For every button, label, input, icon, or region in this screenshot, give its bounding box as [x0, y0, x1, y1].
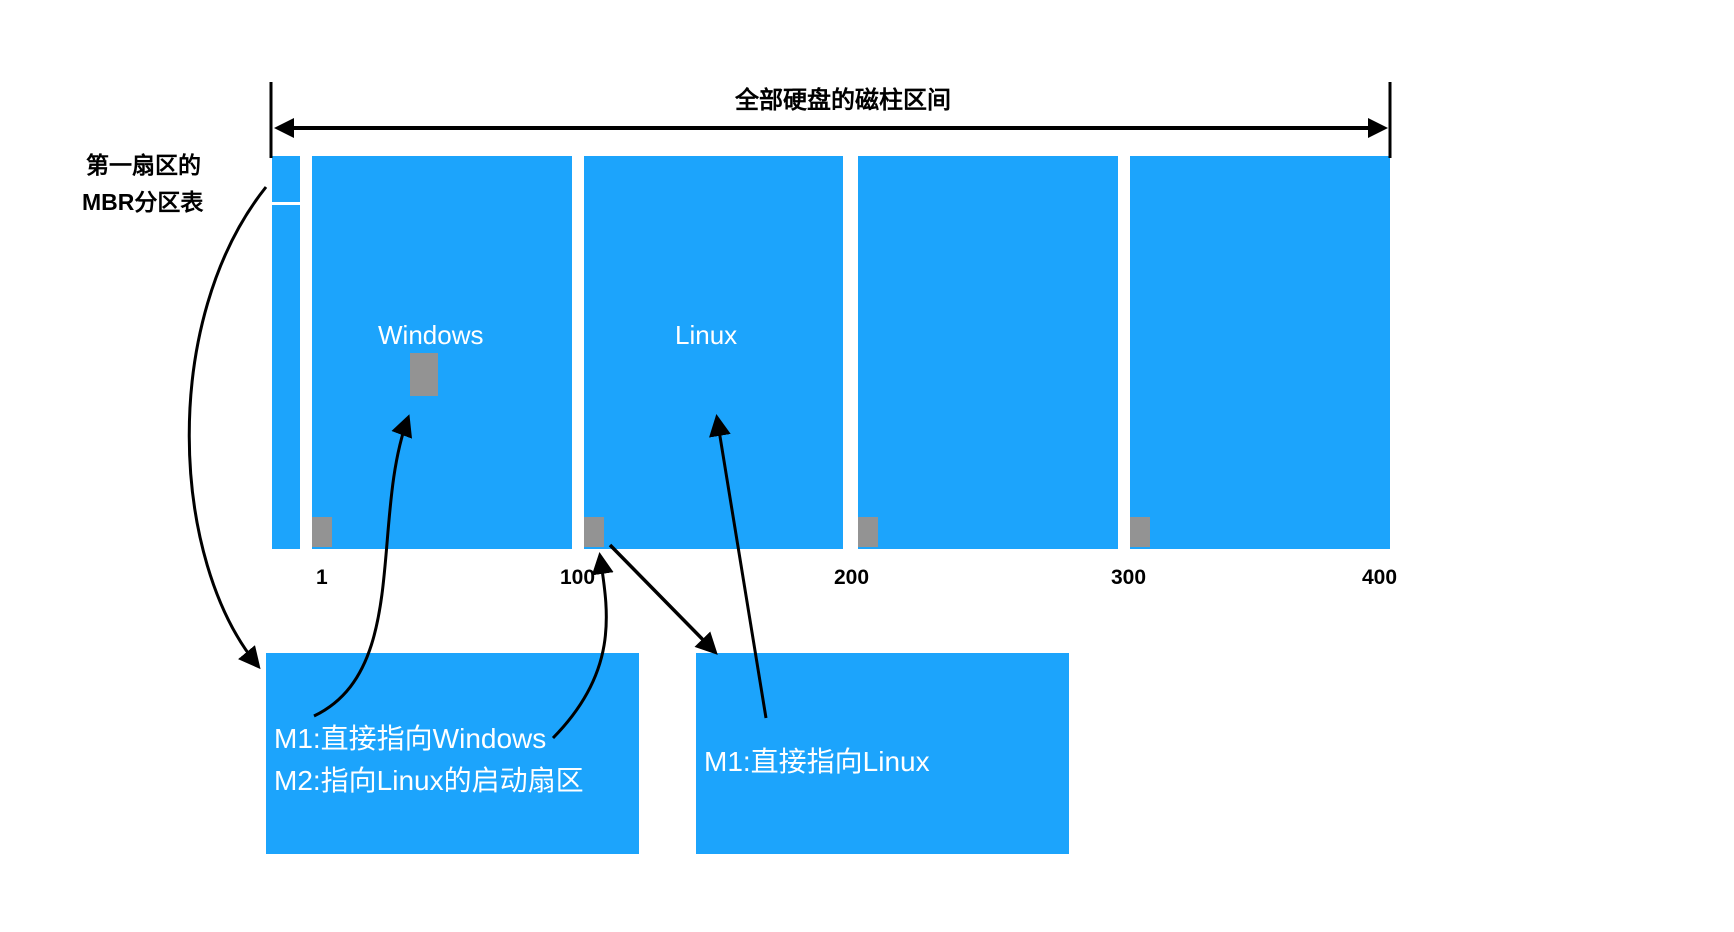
range-arrowhead-right: [1368, 118, 1388, 138]
boot-sector-linux: [584, 517, 604, 547]
partition-label-windows: Windows: [378, 320, 484, 350]
boot-menu-mbr-option-2: M2:指向Linux的启动扇区: [274, 765, 584, 796]
boot-menu-linux-option-1: M1:直接指向Linux: [704, 746, 930, 777]
tick-100: 100: [560, 566, 596, 589]
tick-300: 300: [1111, 566, 1147, 589]
boot-sector-partition-4: [1130, 517, 1150, 547]
boot-sector-partition-3: [858, 517, 878, 547]
mbr-label-line1: 第一扇区的: [86, 152, 201, 178]
tick-200: 200: [834, 566, 870, 589]
windows-loader-block: [410, 353, 438, 396]
disk-cylinder-range-title: 全部硬盘的磁柱区间: [735, 87, 951, 114]
boot-sector-windows: [312, 517, 332, 547]
partition-windows: [312, 156, 572, 549]
partition-4: [1130, 156, 1390, 549]
partition-3: [858, 156, 1118, 549]
arrow-mbr-to-menu: [187, 186, 268, 670]
partition-linux: [584, 156, 843, 549]
tick-400: 400: [1362, 566, 1398, 589]
arrow-linux-boot-to-menu: [608, 543, 718, 655]
boot-menu-mbr-option-1: M1:直接指向Windows: [274, 723, 547, 754]
mbr-sector-block: [272, 156, 300, 202]
tick-1: 1: [316, 566, 328, 589]
mbr-strip-block: [272, 205, 300, 549]
mbr-label-line2: MBR分区表: [82, 189, 204, 215]
partition-label-linux: Linux: [675, 320, 738, 350]
range-arrowhead-left: [274, 118, 294, 138]
